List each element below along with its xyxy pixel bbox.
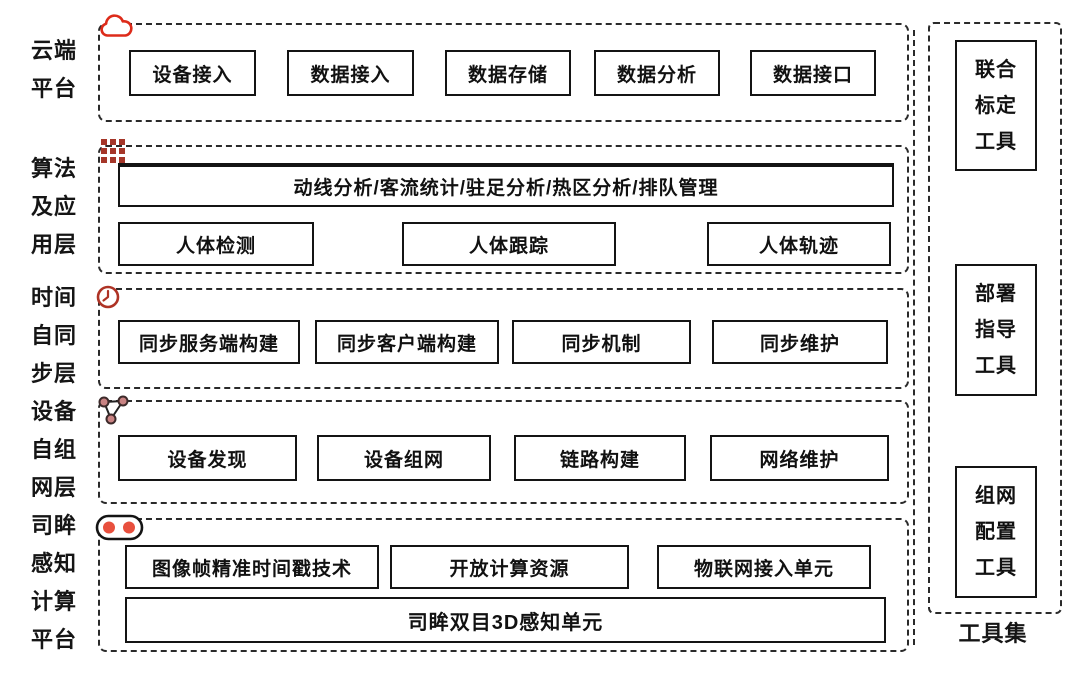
app-grid-icon: [101, 139, 125, 163]
box-human-detection: 人体检测: [118, 222, 314, 266]
network-icon: [98, 395, 129, 425]
layer-time-sync: 同步服务端构建 同步客户端构建 同步机制 同步维护: [98, 288, 909, 389]
layer-cloud-platform: 设备接入 数据接入 数据存储 数据分析 数据接口: [98, 23, 909, 122]
box-device-networking: 设备组网: [317, 435, 491, 481]
layer-label-cloud-platform: 云端 平台: [31, 38, 78, 101]
box-device-discovery: 设备发现: [118, 435, 297, 481]
box-deployment-guide-tool: 部署 指导 工具: [955, 264, 1037, 396]
box-sync-server-build: 同步服务端构建: [118, 320, 300, 364]
layer-simou-platform: 图像帧精准时间戳技术 开放计算资源 物联网接入单元 司眸双目3D感知单元: [98, 518, 909, 652]
dashed-divider-line: [913, 30, 915, 645]
box-sync-client-build: 同步客户端构建: [315, 320, 499, 364]
box-data-analysis: 数据分析: [594, 50, 720, 96]
layer-label-simou-platform: 司眸 感知 计算 平台: [31, 513, 78, 652]
box-sync-mechanism: 同步机制: [512, 320, 691, 364]
stereo-camera-icon: [95, 514, 144, 541]
box-analysis-suite: 动线分析/客流统计/驻足分析/热区分析/排队管理: [118, 163, 894, 207]
layer-ad-hoc-network: 设备发现 设备组网 链路构建 网络维护: [98, 400, 909, 504]
box-network-maintenance: 网络维护: [710, 435, 889, 481]
layer-label-algorithm-app: 算法 及应 用层: [31, 156, 78, 257]
box-data-storage: 数据存储: [445, 50, 571, 96]
layer-label-time-sync: 时间 自同 步层: [31, 285, 78, 386]
box-data-access: 数据接入: [287, 50, 414, 96]
box-frame-timestamp-tech: 图像帧精准时间戳技术: [125, 545, 379, 589]
layer-algorithm-app: 动线分析/客流统计/驻足分析/热区分析/排队管理 人体检测 人体跟踪 人体轨迹: [98, 145, 909, 274]
box-data-interface: 数据接口: [750, 50, 876, 96]
toolset-container: 联合 标定 工具 部署 指导 工具 组网 配置 工具: [928, 22, 1062, 614]
box-link-construction: 链路构建: [514, 435, 686, 481]
layer-label-ad-hoc-network: 设备 自组 网层: [31, 399, 78, 500]
cloud-icon: [100, 14, 133, 37]
box-network-config-tool: 组网 配置 工具: [955, 466, 1037, 598]
toolset-label: 工具集: [958, 621, 1028, 646]
box-iot-access-unit: 物联网接入单元: [657, 545, 871, 589]
clock-icon: [96, 285, 120, 309]
box-human-tracking: 人体跟踪: [402, 222, 616, 266]
box-device-access: 设备接入: [129, 50, 256, 96]
box-sync-maintenance: 同步维护: [712, 320, 888, 364]
box-open-compute: 开放计算资源: [390, 545, 629, 589]
box-simou-3d-unit: 司眸双目3D感知单元: [125, 597, 886, 643]
box-human-trajectory: 人体轨迹: [707, 222, 891, 266]
box-joint-calibration-tool: 联合 标定 工具: [955, 40, 1037, 171]
